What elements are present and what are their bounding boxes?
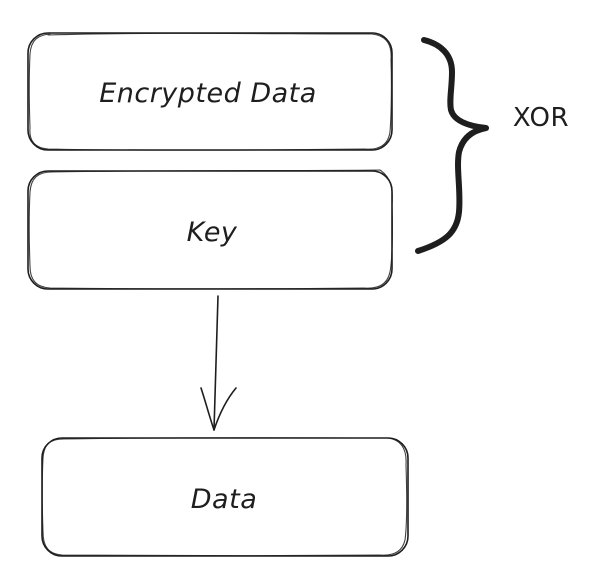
encrypted-data-label: Encrypted Data — [99, 78, 317, 109]
key-node: Key — [27, 169, 393, 290]
arrow-shaft — [213, 295, 219, 431]
key-to-data-arrow — [200, 295, 237, 431]
key-label: Key — [187, 217, 238, 248]
brace-icon — [415, 37, 489, 254]
key-box-sketch — [28, 169, 393, 290]
data-box-sketch — [41, 437, 408, 557]
encrypted-data-box-sketch — [28, 32, 392, 151]
xor-label: XOR — [513, 103, 569, 133]
arrow-head — [200, 387, 237, 431]
encrypted-data-node: Encrypted Data — [27, 32, 393, 151]
data-label: Data — [191, 484, 257, 515]
data-node: Data — [41, 437, 409, 557]
xor-brace: XOR — [415, 37, 569, 254]
